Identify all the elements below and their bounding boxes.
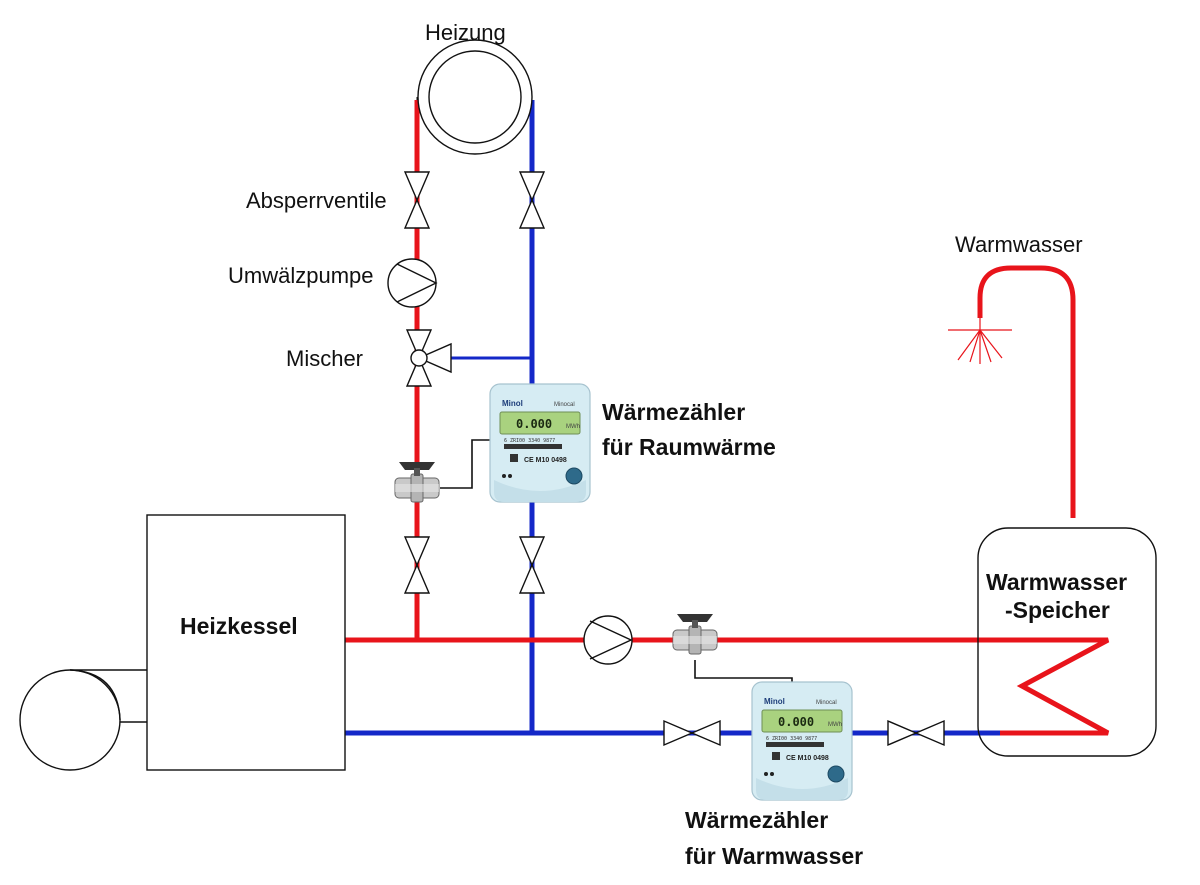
mixer-valve-icon[interactable] xyxy=(405,329,452,387)
heat-meter-icon: Minol Minocal 0.000 MWh 6 ZRI00 3340 987… xyxy=(489,383,591,503)
hot-water-pipe xyxy=(977,265,1076,518)
shower-head-icon xyxy=(948,318,1012,364)
label-heizkessel: Heizkessel xyxy=(180,613,298,639)
meter-model: Minocal xyxy=(816,700,837,706)
label-absperrventile: Absperrventile xyxy=(246,188,387,213)
meter-model: Minocal xyxy=(554,402,575,408)
label-meter-raum-line2: für Raumwärme xyxy=(602,434,776,460)
shutoff-valve-icon[interactable] xyxy=(519,171,545,229)
sensor-cable xyxy=(440,439,492,489)
shutoff-valve-icon[interactable] xyxy=(519,536,545,594)
label-speicher-line1: Warmwasser xyxy=(986,569,1127,595)
label-mischer: Mischer xyxy=(286,346,363,371)
meter-display: 0.000 xyxy=(778,715,814,729)
label-warmwasser: Warmwasser xyxy=(955,232,1083,257)
shutoff-valve-icon[interactable] xyxy=(887,720,945,746)
label-umwaelzpumpe: Umwälzpumpe xyxy=(228,263,374,288)
meter-ce: CE M10 0498 xyxy=(786,755,829,762)
radiator-icon xyxy=(416,39,533,155)
meter-display-unit: MWh xyxy=(828,722,842,728)
meter-serial: 6 ZRI00 3340 9877 xyxy=(504,438,555,444)
meter-serial: 6 ZRI00 3340 9877 xyxy=(766,736,817,742)
coil-icon xyxy=(978,637,1110,736)
label-speicher-line2: -Speicher xyxy=(1005,597,1110,623)
meter-display-unit: MWh xyxy=(566,424,580,430)
label-meter-ww-line1: Wärmezähler xyxy=(685,807,828,833)
meter-brand: Minol xyxy=(764,697,785,706)
ball-valve-icon[interactable] xyxy=(672,613,718,655)
pump-icon[interactable] xyxy=(387,258,438,308)
meter-ce: CE M10 0498 xyxy=(524,457,567,464)
burner-icon xyxy=(19,669,147,771)
boiler-box xyxy=(146,514,346,771)
label-meter-ww-line2: für Warmwasser xyxy=(685,843,863,869)
pump-icon[interactable] xyxy=(583,615,633,665)
shutoff-valve-icon[interactable] xyxy=(404,171,430,229)
storage-tank xyxy=(977,527,1157,757)
shutoff-valve-icon[interactable] xyxy=(404,536,430,594)
heat-meter-icon: Minol Minocal 0.000 MWh 6 ZRI00 3340 987… xyxy=(751,681,853,801)
meter-display: 0.000 xyxy=(516,417,552,431)
ball-valve-icon[interactable] xyxy=(394,461,440,503)
meter-brand: Minol xyxy=(502,399,523,408)
shutoff-valve-icon[interactable] xyxy=(663,720,721,746)
label-meter-raum-line1: Wärmezähler xyxy=(602,399,745,425)
label-heizung: Heizung xyxy=(425,20,506,45)
